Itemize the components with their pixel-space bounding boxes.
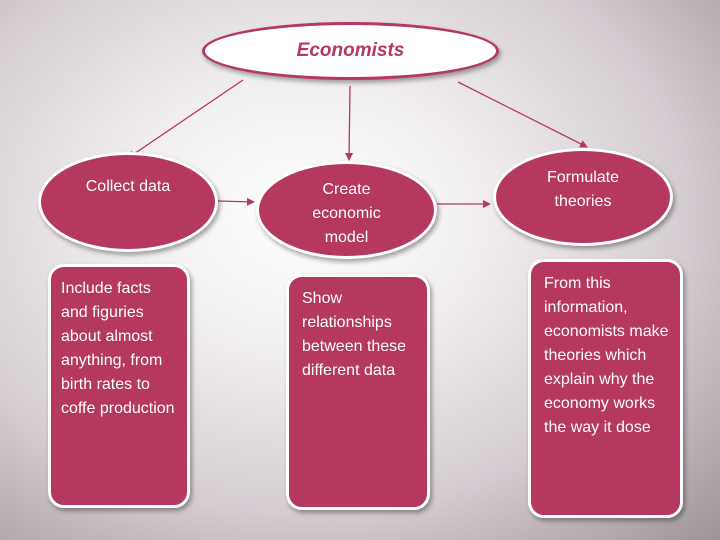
arrow-root-to-model [345,85,354,161]
node-formulate-theories: Formulate theories [493,148,673,246]
description-collect-data: Include facts and figuries about almost … [48,264,190,508]
description-formulate-theories-text: From this information, economists make t… [544,275,669,436]
description-collect-data-text: Include facts and figuries about almost … [61,280,175,417]
arrow-root-to-theories [457,81,588,148]
node-collect-data-label: Collect data [85,178,171,195]
node-create-model-label: Create economic model [312,181,381,246]
description-create-model-text: Show relationships between these differe… [302,290,407,379]
root-node-economists: Economists [202,22,499,80]
arrow-collect-to-model [217,197,255,206]
root-label: Economists [296,40,405,61]
node-collect-data: Collect data [38,152,218,252]
node-create-model: Create economic model [256,161,437,259]
description-formulate-theories: From this information, economists make t… [528,259,683,518]
node-formulate-theories-label: Formulate theories [546,169,620,210]
description-create-model: Show relationships between these differe… [286,274,430,510]
arrow-root-to-collect [127,79,244,159]
